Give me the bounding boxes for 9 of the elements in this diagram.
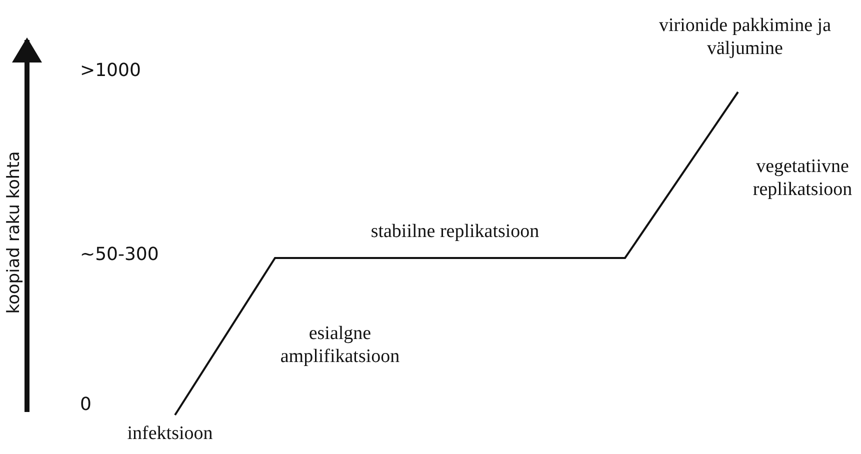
- stage-label: esialgne amplifikatsioon: [279, 322, 401, 368]
- stage-label: infektsioon: [126, 422, 214, 445]
- stage-label: stabiilne replikatsioon: [370, 220, 540, 243]
- stage-label: vegetatiivne replikatsioon: [752, 155, 854, 201]
- axis-tick-label: 0: [80, 393, 92, 416]
- axis-tick-label: >1000: [80, 59, 142, 82]
- axis-title: koopiad raku kohta: [2, 150, 24, 314]
- axis-tick-label: ~50-300: [80, 243, 160, 266]
- stage-label: virionide pakkimine ja väljumine: [658, 14, 832, 60]
